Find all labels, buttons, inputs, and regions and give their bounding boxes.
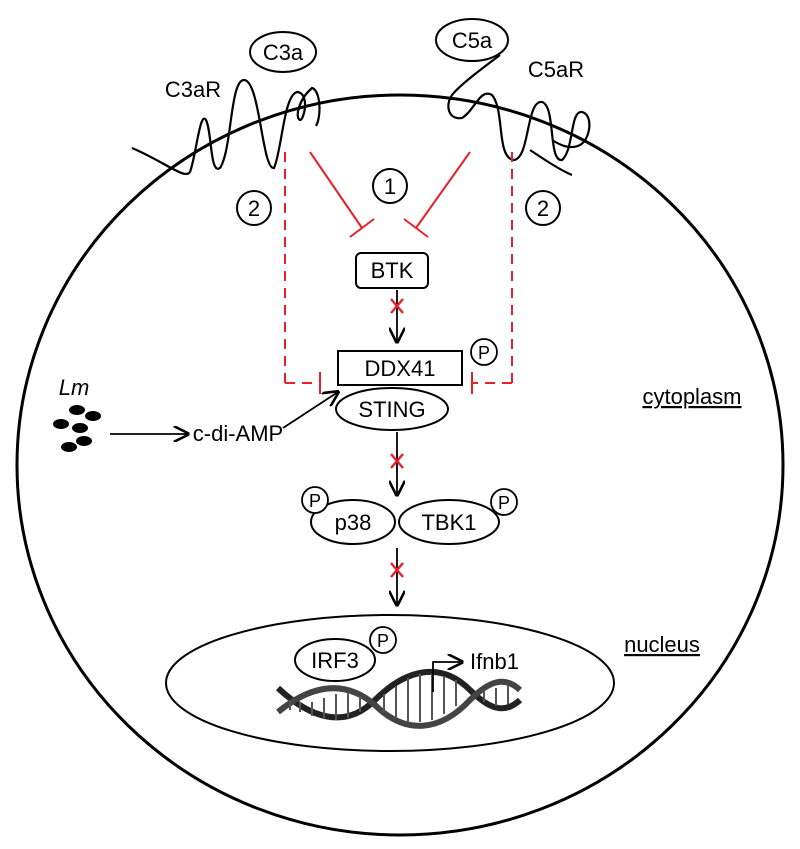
irf3-phospho-label: P (377, 631, 389, 651)
c3a-label: C3a (263, 40, 304, 65)
cell-membrane (15, 93, 785, 837)
c5ar-receptor (447, 54, 591, 177)
bacteria-icon (53, 405, 101, 452)
nucleus-label: nucleus (624, 632, 700, 657)
marker-2-left-label: 2 (248, 196, 260, 221)
ddx41-phospho-label: P (478, 343, 490, 363)
c3ar-receptor (131, 78, 321, 175)
lm-label: Lm (59, 375, 90, 400)
ddx41-phospho (470, 338, 498, 366)
arrow-cdiamp-sting (282, 392, 338, 429)
marker-1-label: 1 (384, 174, 396, 199)
c5a-ligand (435, 18, 509, 62)
p38-label: p38 (335, 510, 372, 535)
marker-2-left (236, 190, 272, 226)
tbk1-label: TBK1 (421, 510, 476, 535)
c5ar-label: C5aR (528, 57, 584, 82)
c5a-label: C5a (452, 28, 493, 53)
ddx41-box (337, 350, 463, 386)
ifnb1-label: Ifnb1 (470, 649, 519, 674)
transcription-arrow (432, 662, 462, 692)
c3a-ligand (249, 31, 317, 73)
irf3-label: IRF3 (311, 648, 359, 673)
block-x-3 (390, 562, 404, 578)
dna-helix-icon (275, 668, 523, 729)
c3ar-label: C3aR (165, 77, 221, 102)
marker-2-right-label: 2 (537, 196, 549, 221)
sting-label: STING (358, 397, 425, 422)
p38-phospho (301, 486, 329, 514)
tbk1-ellipse (398, 499, 500, 545)
irf3-ellipse (294, 638, 376, 682)
block-x-2 (390, 453, 404, 469)
nucleus-membrane (165, 614, 615, 752)
marker-2-right (525, 190, 561, 226)
p38-ellipse (310, 499, 396, 545)
ddx41-label: DDX41 (365, 356, 436, 381)
pathway-2-inhibition (284, 152, 513, 394)
c-di-amp-label: c-di-AMP (193, 421, 283, 446)
btk-label: BTK (371, 258, 414, 283)
block-x-1 (390, 298, 404, 314)
tbk1-phospho-label: P (498, 493, 510, 513)
irf3-phospho (369, 626, 397, 654)
btk-box (355, 252, 429, 289)
tbk1-phospho (490, 488, 518, 516)
pathway-1-inhibition (309, 151, 471, 238)
sting-ellipse (335, 387, 449, 431)
cytoplasm-label: cytoplasm (642, 384, 741, 409)
p38-phospho-label: P (309, 491, 321, 511)
marker-1 (372, 168, 408, 204)
